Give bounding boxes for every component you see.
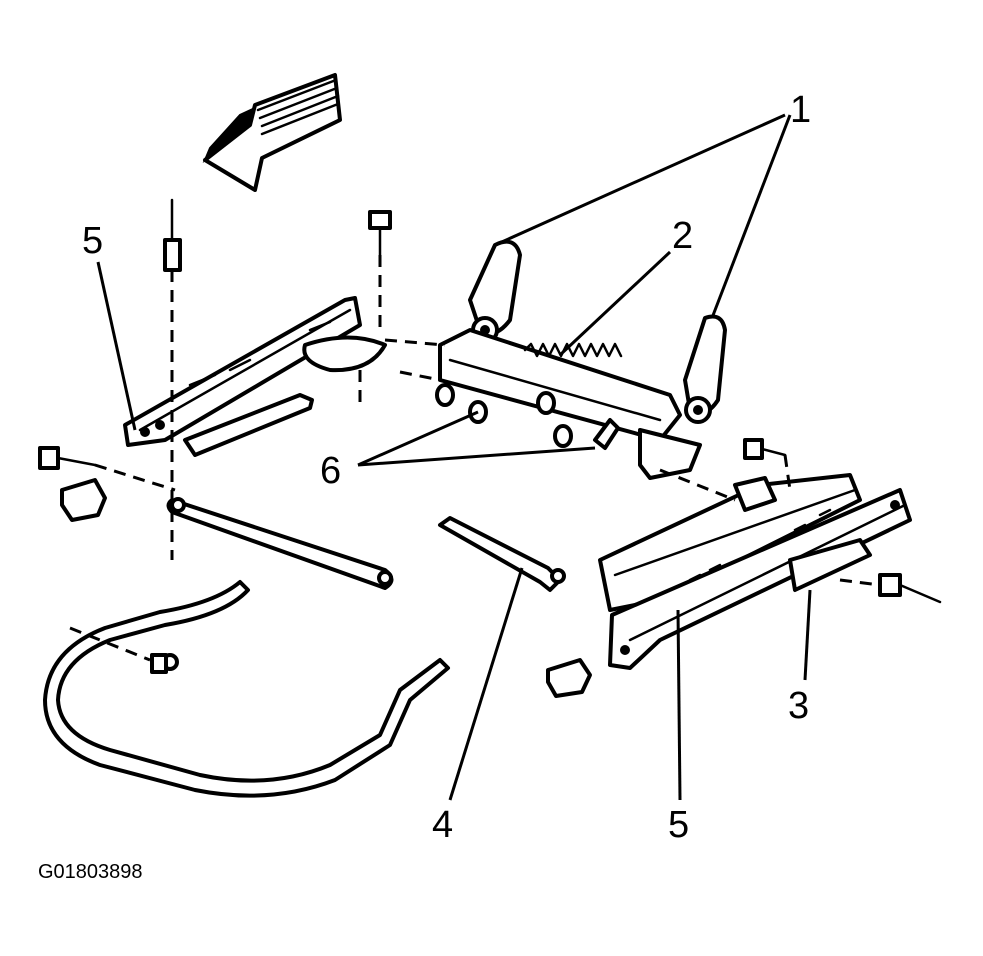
callout-4: 4 <box>432 804 453 846</box>
leader-lines <box>96 113 812 801</box>
callout-1: 1 <box>790 89 811 131</box>
callout-labels: 1 2 3 4 5 5 6 <box>82 89 811 846</box>
release-cable <box>438 516 566 592</box>
seat-track-right <box>598 473 912 670</box>
seat-adjuster-handle <box>43 580 450 798</box>
seat-track-left <box>123 296 387 457</box>
callout-2: 2 <box>672 215 693 257</box>
seat-recliner-bracket-right <box>683 314 727 424</box>
end-caps <box>60 478 592 698</box>
figure-id: G01803898 <box>38 861 143 883</box>
recliner-spring <box>523 342 623 358</box>
torsion-rod <box>166 497 394 590</box>
seat-track-cover <box>788 538 872 592</box>
seat-recliner-bracket-left <box>468 239 522 344</box>
callout-5-left: 5 <box>82 220 103 262</box>
direction-arrow <box>202 73 342 192</box>
bolts <box>38 198 942 674</box>
callout-6: 6 <box>320 450 341 492</box>
callout-5-right: 5 <box>668 804 689 846</box>
alignment-lines <box>69 255 881 662</box>
callout-3: 3 <box>788 685 809 727</box>
